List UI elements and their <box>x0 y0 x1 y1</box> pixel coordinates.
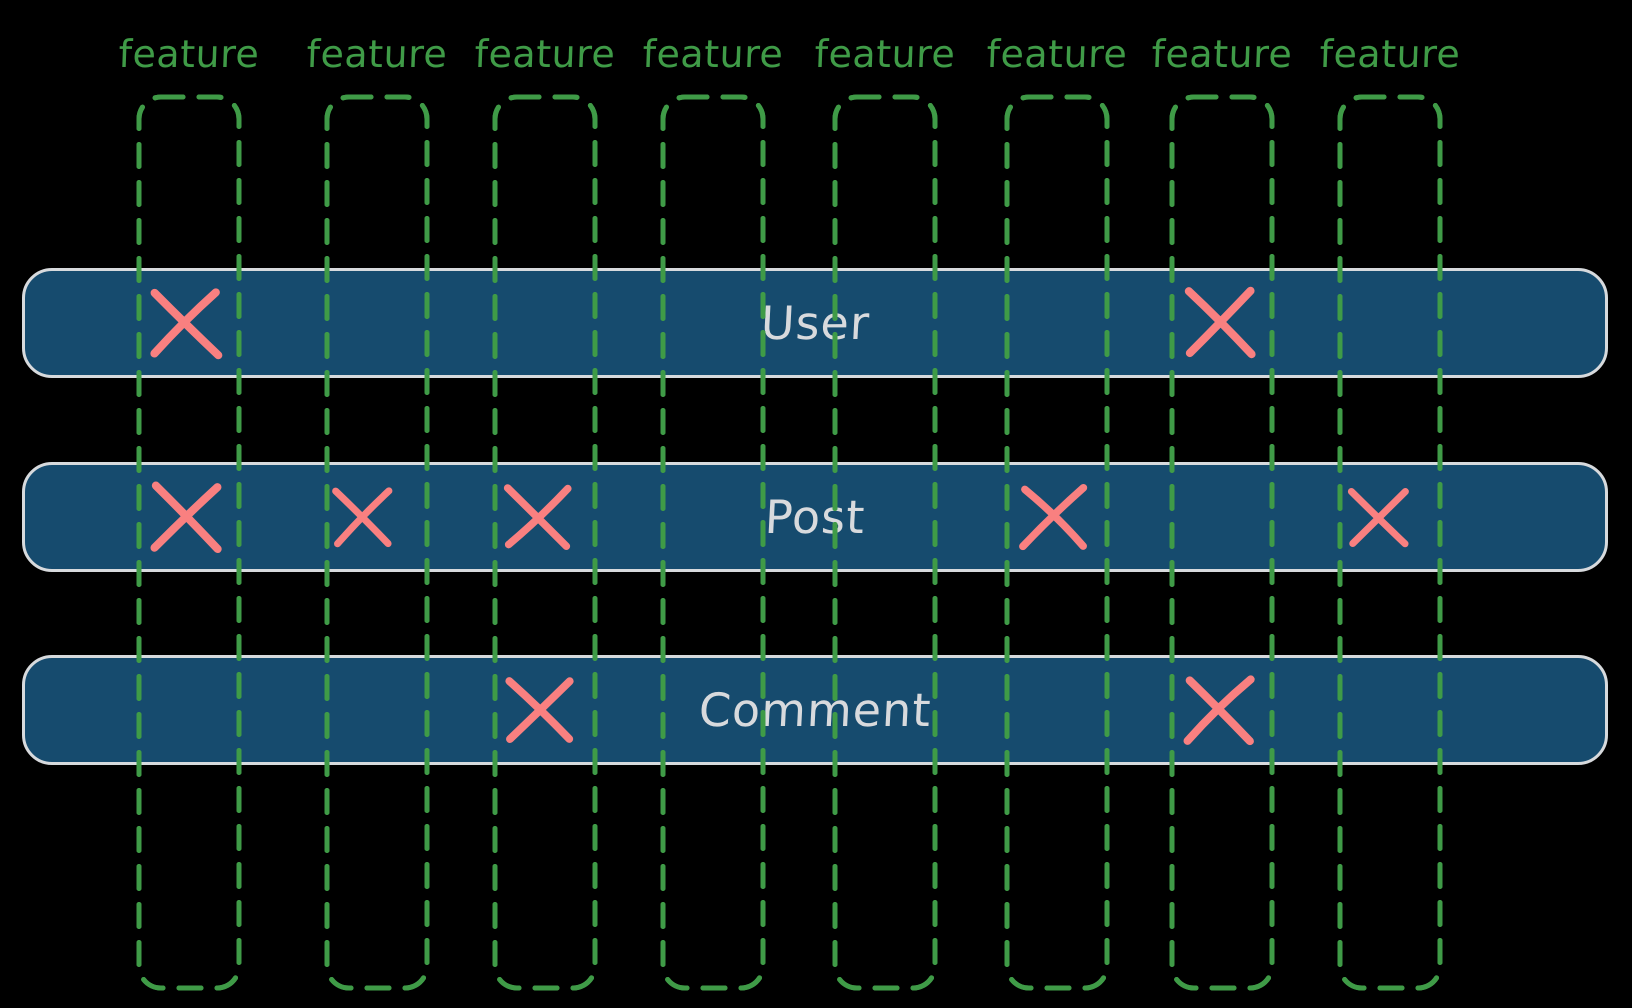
entity-label-post: Post <box>763 490 866 544</box>
feature-label-8: feature <box>1289 32 1491 76</box>
entity-bar-user[interactable]: User <box>22 268 1608 378</box>
entity-label-user: User <box>759 296 871 350</box>
entity-bar-post[interactable]: Post <box>22 462 1608 572</box>
entity-label-comment: Comment <box>697 683 932 737</box>
feature-label-1: feature <box>88 32 290 76</box>
entity-bar-comment[interactable]: Comment <box>22 655 1608 765</box>
